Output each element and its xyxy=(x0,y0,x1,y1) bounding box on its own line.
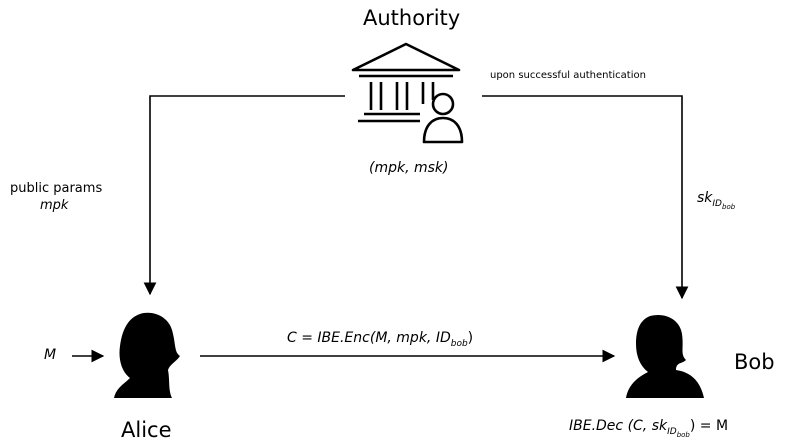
bob-name: Bob xyxy=(734,350,775,374)
message-label: M xyxy=(44,347,57,363)
decryption-subsub: bob xyxy=(676,431,690,439)
man-silhouette-icon xyxy=(626,314,704,398)
encryption-close-paren: ) xyxy=(467,330,474,346)
decryption-sub: ID xyxy=(667,427,677,437)
secret-key-subsub: bob xyxy=(722,203,736,211)
secret-key-sub: ID xyxy=(712,199,722,209)
encryption-expression: C = IBE.Enc(M, mpk, ID xyxy=(287,330,451,346)
public-params-label: public params xyxy=(10,181,103,196)
encryption-id-sub: bob xyxy=(450,339,468,349)
authority-keys: (mpk, msk) xyxy=(369,160,449,176)
edge-authority-to-alice xyxy=(143,95,345,296)
authority-title: Authority xyxy=(363,6,461,30)
edge-authority-to-bob xyxy=(482,95,689,300)
decryption-suffix: ) = M xyxy=(689,418,729,434)
alice-name: Alice xyxy=(121,418,172,442)
secret-key-label: skIDbob xyxy=(697,190,735,211)
encryption-label: C = IBE.Enc(M, mpk, IDbob) xyxy=(287,330,474,349)
decryption-label: IBE.Dec (C, skIDbob) = M xyxy=(569,418,729,439)
authentication-caption: upon successful authentication xyxy=(490,70,646,81)
bank-with-user-icon xyxy=(351,42,464,144)
mpk-label: mpk xyxy=(40,198,69,213)
secret-key-base: sk xyxy=(697,190,713,206)
woman-silhouette-icon xyxy=(114,312,180,398)
decryption-prefix: IBE.Dec (C, sk xyxy=(569,418,668,434)
